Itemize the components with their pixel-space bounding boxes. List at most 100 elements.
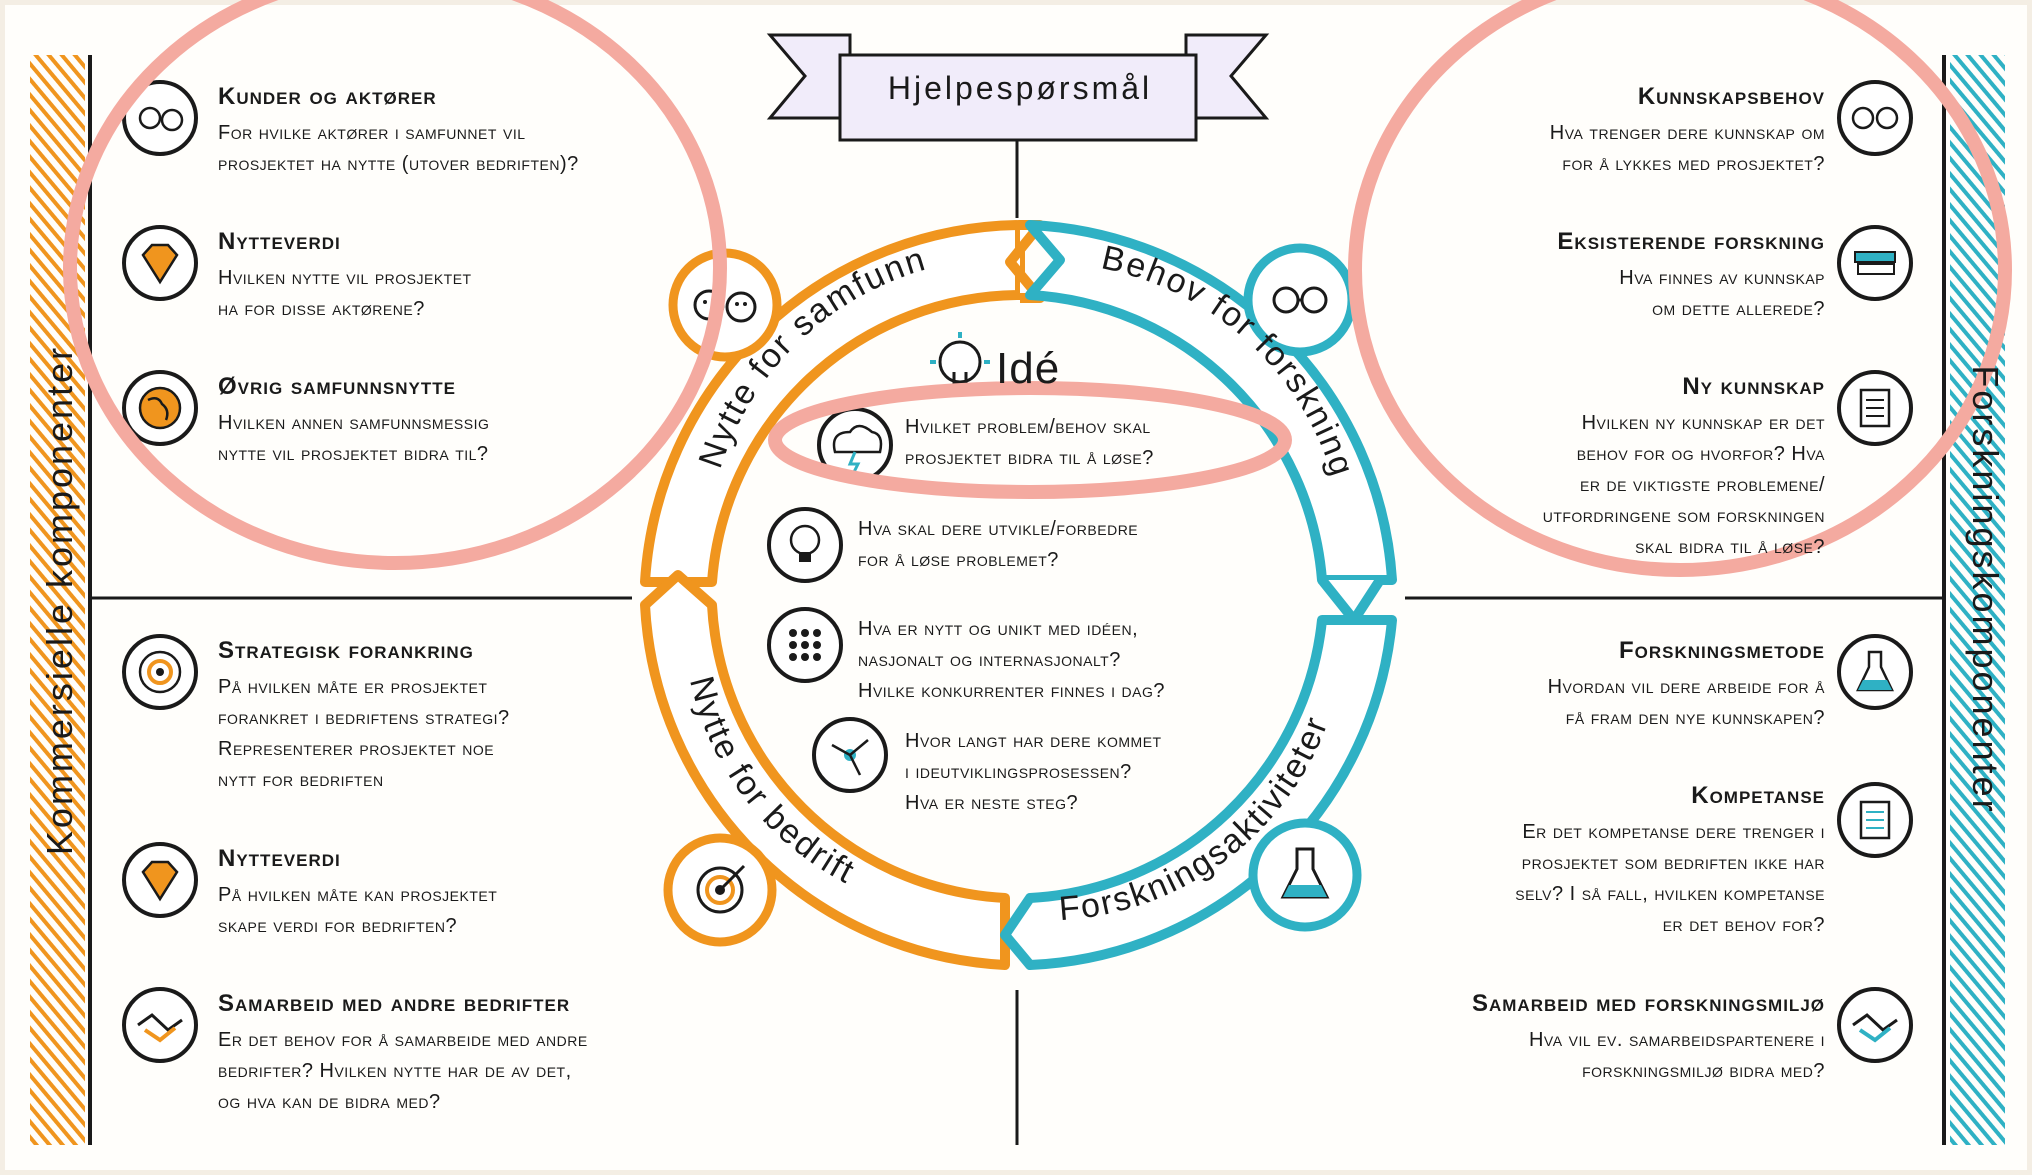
item-nytteverdi-samfunn: Nytteverdi Hvilken nytte vil prosjektet h… — [218, 227, 818, 325]
item-body-line: om dette allerede? — [1652, 298, 1825, 320]
flask-icon — [1280, 847, 1330, 899]
item-body-line: skal bidra til å løse? — [1635, 536, 1825, 558]
item-title: Forskningsmetode — [1618, 637, 1825, 664]
item-body-line: Hvordan vil dere arbeide for å — [1547, 676, 1825, 698]
item-title: Nytteverdi — [218, 228, 341, 255]
item-title: Kunder og aktører — [218, 83, 437, 110]
right-hatch-band — [1950, 55, 2005, 1145]
lightbulb-icon — [789, 524, 821, 562]
item-body-line: prosjektet som bedriften ikke har — [1521, 852, 1825, 874]
highlight-circle-right — [1348, 0, 2012, 577]
item-kunnskapsbehov: Kunnskapsbehov Hva trenger dere kunnskap… — [1225, 82, 1825, 180]
item-body-line: Er det behov for å samarbeide med andre — [218, 1029, 588, 1051]
item-samarbeid-forskningsmiljo: Samarbeid med forskningsmiljø Hva vil ev… — [1225, 989, 1825, 1087]
center-item-line: Hvor langt har dere kommet — [905, 730, 1162, 752]
center-item-problem: Hvilket problem/behov skal prosjektet bid… — [905, 412, 1154, 474]
item-body-line: skape verdi for bedriften? — [218, 915, 458, 937]
item-title: Ny kunnskap — [1682, 373, 1825, 400]
item-forskningsmetode: Forskningsmetode Hvordan vil dere arbeid… — [1225, 636, 1825, 734]
highlight-oval-center — [768, 381, 1292, 499]
item-body-line: nytt for bedriften — [218, 769, 384, 791]
item-ny-kunnskap: Ny kunnskap Hvilken ny kunnskap er det be… — [1225, 372, 1825, 563]
handshake-icon — [137, 1013, 183, 1043]
item-body-line: utfordringene som forskningen — [1542, 505, 1825, 527]
item-body-line: selv? I så fall, hvilken kompetanse — [1515, 883, 1825, 905]
item-body-line: forskningsmiljø bidra med? — [1582, 1060, 1825, 1082]
item-body-line: Hvilken ny kunnskap er det — [1581, 412, 1825, 434]
item-body-line: nytte vil prosjektet bidra til? — [218, 443, 489, 465]
center-item-line: prosjektet bidra til å løse? — [905, 447, 1154, 469]
center-icons — [767, 407, 893, 793]
highlight-annotations — [63, 0, 2012, 577]
target-icon — [138, 650, 182, 694]
page-title: Hjelpespørsmål — [887, 70, 1153, 106]
center-item-line: for å løse problemet? — [858, 549, 1059, 571]
item-body-line: behov for og hvorfor? Hva — [1576, 443, 1825, 465]
flask-icon — [1856, 650, 1894, 692]
item-body-line: Hva vil ev. samarbeidspartenere i — [1528, 1029, 1825, 1051]
faces-icon — [138, 106, 184, 132]
item-body-line: Hvilken nytte vil prosjektet — [218, 267, 472, 289]
lightbulb-icon — [930, 332, 990, 384]
item-nytteverdi-bedrift: Nytteverdi På hvilken måte kan prosjekte… — [218, 844, 818, 942]
item-body-line: for å lykkes med prosjektet? — [1562, 153, 1825, 175]
center-item-line: Hva er nytt og unikt med idéen, — [858, 618, 1139, 640]
item-body-line: er de viktigste problemene/ — [1580, 474, 1825, 496]
item-title: Eksisterende forskning — [1557, 228, 1825, 255]
item-body-line: Hvilken annen samfunnsmessig — [218, 412, 490, 434]
globe-icon — [138, 386, 182, 430]
item-body-line: forankret i bedriftens strategi? — [218, 707, 510, 729]
glasses-icon — [1272, 286, 1328, 314]
item-body-line: Representerer prosjektet noe — [218, 738, 495, 760]
right-side-label: Forskningskomponenter — [1965, 365, 2006, 815]
item-body-line: På hvilken måte er prosjektet — [218, 676, 488, 698]
item-body-line: ha for disse aktørene? — [218, 298, 425, 320]
network-icon — [831, 739, 869, 776]
dots-grid-icon — [789, 629, 821, 661]
center-item-nytt-og-unikt: Hva er nytt og unikt med idéen, nasjonalt… — [858, 614, 1165, 707]
document-icon — [1859, 800, 1891, 840]
item-ovrig-samfunnsnytte: Øvrig samfunnsnytte Hvilken annen samfun… — [218, 372, 818, 470]
item-kompetanse: Kompetanse Er det kompetanse dere trenge… — [1225, 781, 1825, 941]
item-title: Nytteverdi — [218, 845, 341, 872]
item-body-line: For hvilke aktører i samfunnet vil — [218, 122, 526, 144]
ring-cycle — [640, 220, 1397, 970]
center-item-ideutvikling: Hvor langt har dere kommet i ideutvikling… — [905, 726, 1162, 819]
center-item-line: nasjonalt og internasjonalt? — [858, 649, 1121, 671]
item-samarbeid-bedrifter: Samarbeid med andre bedrifter Er det beh… — [218, 989, 818, 1118]
item-title: Kunnskapsbehov — [1637, 83, 1825, 110]
item-body-line: Hva finnes av kunnskap — [1619, 267, 1825, 289]
highlight-circle-left — [63, 0, 727, 570]
center-item-line: Hva skal dere utvikle/forbedre — [858, 518, 1139, 540]
item-title: Strategisk forankring — [218, 637, 474, 664]
item-body-line: På hvilken måte kan prosjektet — [218, 884, 498, 906]
item-body-line: Hva trenger dere kunnskap om — [1549, 122, 1825, 144]
item-body-line: Er det kompetanse dere trenger i — [1522, 821, 1825, 843]
item-strategisk-forankring: Strategisk forankring På hvilken måte er… — [218, 636, 818, 796]
item-body-line: bedrifter? Hvilken nytte har de av det, — [218, 1060, 572, 1082]
target-icon — [696, 864, 746, 914]
item-title: Samarbeid med forskningsmiljø — [1471, 990, 1825, 1017]
center-item-utvikle: Hva skal dere utvikle/forbedre for å løse… — [858, 514, 1138, 576]
diamond-icon — [141, 860, 179, 902]
idea-heading: Idé — [996, 344, 1061, 393]
checklist-icon — [1859, 388, 1891, 428]
left-side-label: Kommersielle komponenter — [39, 344, 80, 856]
glasses-icon — [1851, 106, 1899, 130]
storm-cloud-icon — [832, 424, 883, 454]
item-title: Øvrig samfunnsnytte — [218, 373, 456, 400]
title-banner-ribbon — [766, 33, 1270, 142]
item-kunder-og-aktorer: Kunder og aktører For hvilke aktører i s… — [218, 82, 818, 180]
right-icon-column — [1837, 80, 1913, 1063]
center-item-line: i ideutviklingsprosessen? — [905, 761, 1132, 783]
books-icon — [1854, 251, 1896, 275]
item-body-line: prosjektet ha nytte (utover bedriften)? — [218, 153, 579, 175]
center-item-line: Hva er neste steg? — [905, 792, 1079, 814]
center-item-line: Hvilke konkurrenter finnes i dag? — [858, 680, 1166, 702]
item-body-line: og hva kan de bidra med? — [218, 1091, 441, 1113]
item-title: Kompetanse — [1691, 782, 1825, 809]
center-item-line: Hvilket problem/behov skal — [905, 416, 1151, 438]
handshake-icon — [1852, 1013, 1898, 1043]
